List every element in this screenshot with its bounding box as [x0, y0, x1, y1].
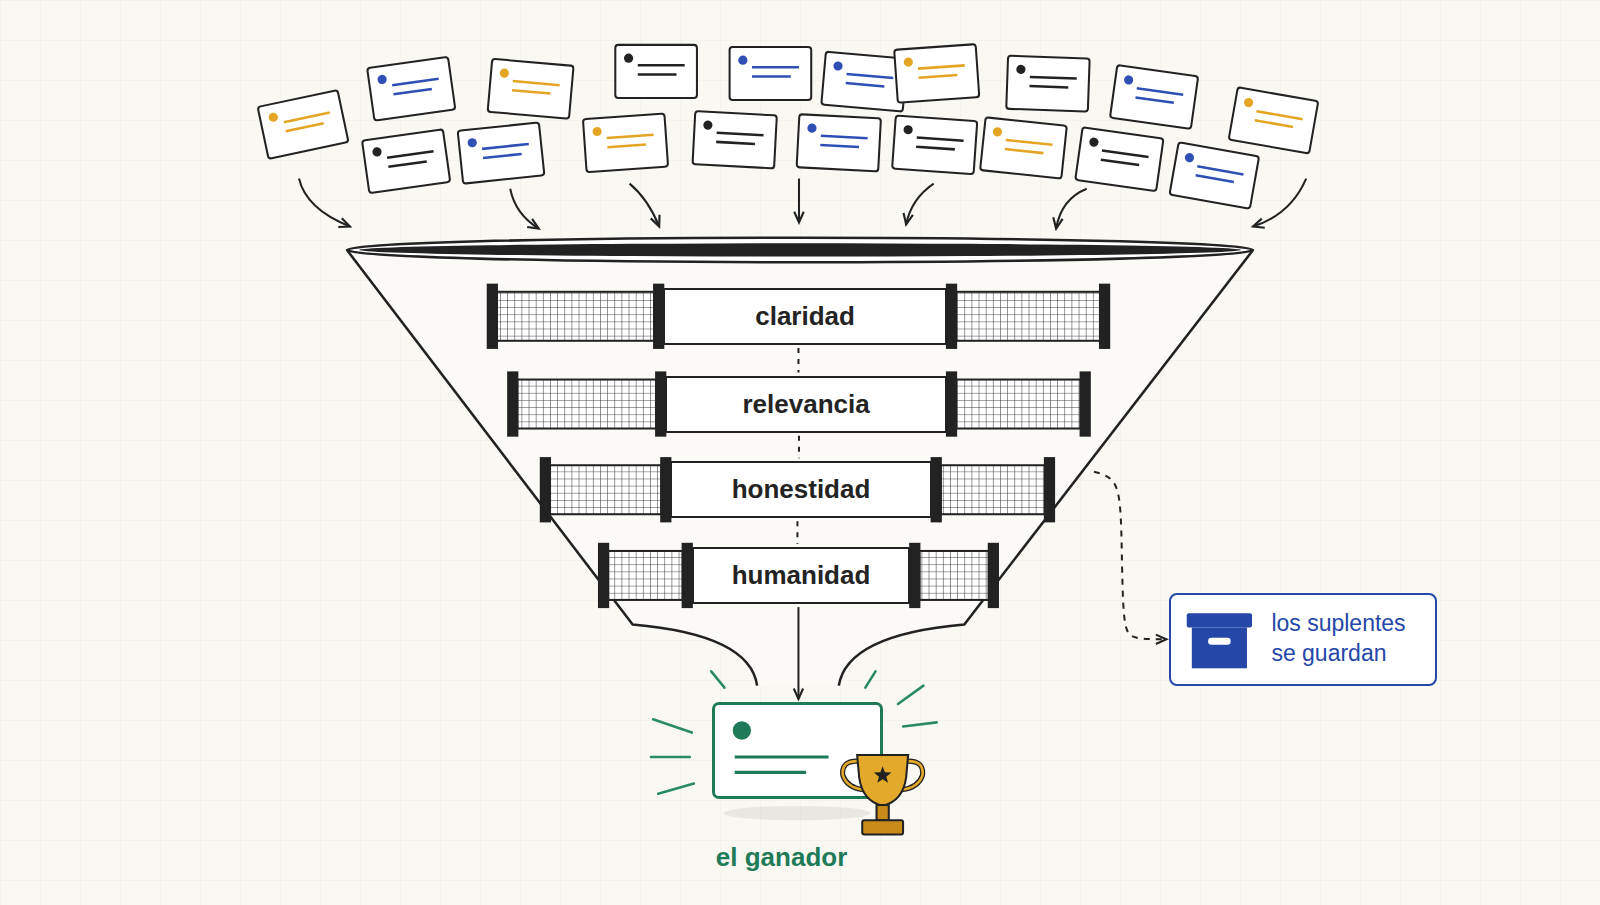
- band-label: honestidad: [732, 474, 871, 505]
- winner-card: el ganador: [712, 702, 882, 799]
- band-label: relevancia: [743, 389, 870, 420]
- band-label-box: relevancia: [665, 376, 947, 433]
- band-label-box: honestidad: [670, 461, 931, 518]
- band-label: humanidad: [732, 560, 871, 591]
- archive-box-icon: [1169, 593, 1436, 686]
- filter-band: humanidad: [599, 547, 998, 604]
- trophy-icon: [843, 755, 923, 835]
- filter-nets: [488, 285, 1109, 607]
- connector: [797, 348, 799, 373]
- winner-caption: el ganador: [674, 842, 888, 873]
- filter-band: claridad: [488, 288, 1109, 345]
- incoming-cards: [258, 44, 1319, 209]
- storage-label: los suplentes se guardan: [1271, 609, 1431, 669]
- winner-card-art: [712, 702, 882, 820]
- winner-label: el ganador: [674, 842, 888, 873]
- connector: [1094, 472, 1166, 639]
- funnel: [347, 238, 1253, 686]
- filter-band: relevancia: [508, 376, 1090, 433]
- box-caption: los suplentes se guardan: [1271, 609, 1431, 669]
- connector: [796, 521, 798, 544]
- connector: [798, 436, 800, 459]
- connector: [797, 607, 799, 699]
- filter-band: honestidad: [541, 461, 1054, 518]
- band-label: claridad: [755, 301, 855, 332]
- band-label-box: claridad: [663, 288, 947, 345]
- storage-box: los suplentes se guardan: [1169, 593, 1436, 686]
- band-label-box: humanidad: [692, 547, 910, 604]
- intake-arrows: [299, 179, 1306, 229]
